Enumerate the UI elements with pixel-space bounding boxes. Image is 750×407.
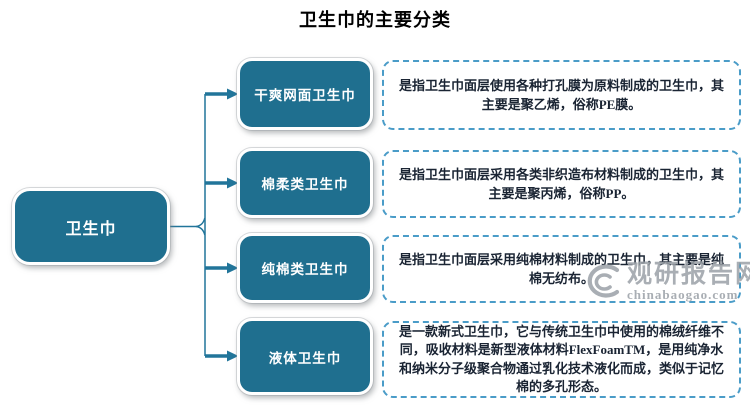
diagram-title: 卫生巾的主要分类	[299, 10, 451, 30]
watermark-name: 观研报告网	[627, 261, 750, 288]
watermark-site: chinabaogao.com	[627, 287, 739, 303]
brace-fork-upper	[195, 217, 206, 228]
category-node-2: 棉柔类卫生巾	[237, 148, 373, 218]
category-description-1: 是指卫生巾面层使用各种打孔膜为原料制成的卫生巾，其主要是聚乙烯，俗称PE膜。	[382, 60, 741, 130]
category-node-3: 纯棉类卫生巾	[237, 233, 373, 303]
watermark-swirl-logo-icon	[587, 264, 620, 298]
brace-fork-lower	[195, 225, 206, 236]
category-node-1: 干爽网面卫生巾	[237, 58, 373, 130]
category-description-2: 是指卫生巾面层采用各类非织造布材料制成的卫生巾，其主要是聚丙烯，俗称PP。	[382, 150, 741, 218]
category-node-4: 液体卫生巾	[237, 318, 373, 395]
root-node: 卫生巾	[12, 188, 170, 265]
watermark: 观研报告网 chinabaogao.com	[581, 261, 750, 303]
category-description-3: 是指卫生巾面层采用纯棉材料制成的卫生巾，其主要是纯棉无纺布。	[382, 235, 741, 303]
category-description-4: 是一款新式卫生巾，它与传统卫生巾中使用的棉绒纤维不同，吸收材料是新型液体材料Fl…	[382, 321, 741, 398]
